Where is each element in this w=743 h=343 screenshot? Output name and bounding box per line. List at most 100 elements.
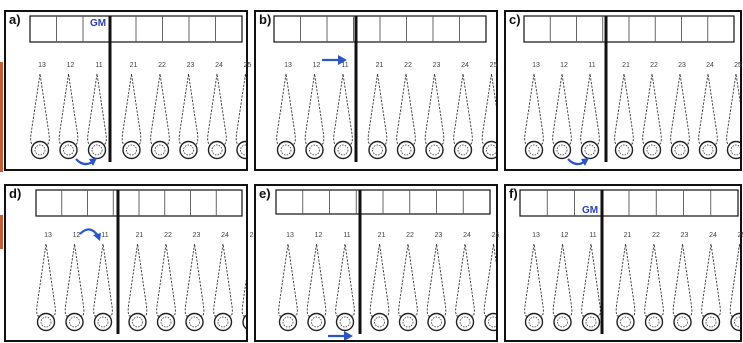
tooth-number: 12 [72, 232, 81, 239]
tooth-fissure [40, 316, 52, 328]
tooth-root-outline [398, 243, 418, 317]
tooth-fissure [677, 316, 688, 328]
tooth-number: 21 [377, 232, 386, 239]
tooth-fissure [311, 316, 322, 328]
tooth-root-outline [276, 73, 296, 145]
tooth [642, 73, 662, 160]
tooth-root-outline [581, 243, 601, 317]
tooth-root-outline [453, 73, 473, 145]
tooth-root-outline [213, 243, 233, 317]
tooth-occlusal-outline [524, 312, 544, 332]
tooth-fissure [584, 144, 596, 156]
curved-arrow-head [581, 158, 589, 166]
tooth-occlusal-outline [614, 140, 634, 160]
tooth-root-outline [369, 243, 390, 317]
tooth-root-outline [580, 73, 600, 145]
tooth-occlusal-outline [726, 140, 740, 160]
dentition-diagram [275, 189, 496, 340]
tooth-root-outline [672, 243, 693, 317]
tooth-root-outline [150, 73, 170, 145]
tooth-fissure [154, 144, 166, 156]
tooth-fissure [702, 144, 714, 156]
tooth [552, 73, 572, 160]
tooth-number: 24 [215, 62, 223, 69]
tooth-root-outline [644, 243, 664, 317]
tooth [178, 73, 199, 160]
tooth-fissure [217, 316, 229, 328]
tooth-root-outline [30, 73, 50, 145]
tooth [207, 73, 227, 160]
tooth-root-outline [333, 73, 353, 145]
tooth-occlusal-outline [30, 140, 50, 160]
tooth-root-outline [304, 73, 325, 145]
tooth-fissure [648, 316, 660, 328]
tooth-fissure [126, 144, 137, 156]
tooth-fissure [730, 144, 740, 156]
panel-label: f) [509, 186, 518, 201]
tooth-root-outline [396, 73, 416, 145]
tooth-occlusal-outline [59, 140, 78, 160]
tooth-number: 25 [737, 232, 743, 239]
tooth [276, 73, 296, 160]
tooth [184, 243, 205, 332]
panel-label: e) [259, 186, 271, 201]
tooth-fissure [620, 316, 631, 328]
tooth [729, 243, 740, 332]
tooth [524, 243, 544, 332]
tooth-fissure [488, 316, 496, 328]
tooth-fissure [646, 144, 658, 156]
tooth [426, 243, 447, 332]
tooth-root-outline [615, 243, 636, 317]
tooth-root-outline [367, 73, 388, 145]
tooth-root-outline [455, 243, 475, 317]
tooth [615, 243, 636, 332]
tooth [644, 243, 664, 332]
tooth-number: 21 [375, 62, 384, 69]
tooth-occlusal-outline [122, 140, 141, 160]
tooth-root-outline [178, 73, 199, 145]
tooth [36, 243, 56, 332]
tooth-number: 11 [343, 232, 351, 239]
tooth-fissure [431, 316, 442, 328]
tooth-fissure [372, 144, 383, 156]
tooth-number: 12 [314, 232, 323, 239]
panel-label: b) [259, 12, 272, 27]
tooth-fissure [63, 144, 74, 156]
dentition-diagram [273, 15, 496, 162]
tooth-occlusal-outline [307, 312, 326, 332]
tooth-number: 25 [491, 232, 500, 239]
tooth-number: 24 [706, 62, 714, 69]
tooth-fissure [34, 144, 46, 156]
tooth [453, 73, 473, 160]
curved-arrow-head [93, 233, 101, 241]
tooth [150, 73, 170, 160]
tooth-number: 25 [243, 232, 265, 240]
tooth-occlusal-outline [179, 140, 198, 160]
tooth-fissure [91, 144, 103, 156]
tooth-occlusal-outline [581, 312, 601, 332]
tooth-occlusal-outline [484, 312, 496, 332]
tooth-occlusal-outline [207, 140, 227, 160]
tooth-occlusal-outline [642, 140, 662, 160]
tooth-number: 23 [678, 62, 686, 69]
tooth-number: 12 [312, 62, 321, 69]
tooth-occlusal-outline [482, 140, 496, 160]
right-arrow-head [344, 331, 353, 340]
tooth-number: 25 [243, 62, 252, 69]
tooth [726, 73, 740, 160]
tooth [698, 73, 718, 160]
tooth-number: 13 [38, 62, 46, 69]
tooth-root-outline [726, 73, 740, 145]
tooth-occlusal-outline [553, 312, 572, 332]
tooth-number: 11 [341, 62, 349, 69]
tooth-fissure [240, 144, 246, 156]
tooth-number: 13 [286, 232, 294, 239]
tooth-number: 24 [221, 232, 229, 239]
tooth-fissure [457, 144, 469, 156]
dentition-diagram [523, 15, 740, 166]
tooth-fissure [557, 316, 568, 328]
tooth-occlusal-outline [396, 140, 416, 160]
